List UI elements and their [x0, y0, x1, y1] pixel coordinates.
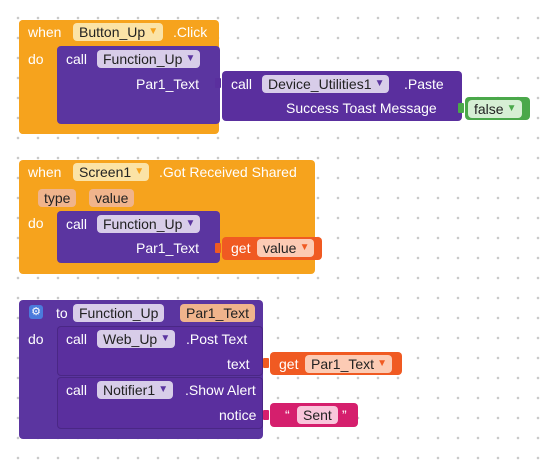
- dropdown-arrow-icon: ▼: [299, 242, 310, 253]
- function-name: Function_Up: [103, 216, 183, 232]
- dropdown-arrow-icon: ▼: [134, 166, 145, 177]
- call-keyword: call: [66, 51, 88, 67]
- device-dropdown[interactable]: Device_Utilities1 ▼: [262, 75, 390, 93]
- variable-name: Par1_Text: [311, 356, 375, 372]
- component-name: Button_Up: [79, 24, 146, 40]
- param-name[interactable]: Par1_Text: [180, 304, 256, 322]
- quote-open: “: [285, 407, 290, 423]
- string-value[interactable]: Sent: [297, 406, 338, 424]
- variable-name: value: [263, 240, 297, 256]
- dropdown-arrow-icon: ▼: [506, 103, 517, 114]
- param-value[interactable]: value: [89, 189, 135, 207]
- notifier-method: .Show Alert: [185, 382, 256, 398]
- socket-notch: [458, 103, 464, 113]
- do-keyword: do: [28, 51, 44, 67]
- dropdown-arrow-icon: ▼: [160, 333, 171, 344]
- notifier-dropdown[interactable]: Notifier1 ▼: [97, 381, 174, 399]
- gear-icon[interactable]: ⚙: [29, 305, 43, 319]
- param-label: Par1_Text: [136, 240, 200, 256]
- dropdown-arrow-icon: ▼: [185, 218, 196, 229]
- dropdown-arrow-icon: ▼: [185, 53, 196, 64]
- dropdown-arrow-icon: ▼: [377, 358, 388, 369]
- event-name: .Got Received Shared: [159, 164, 297, 180]
- param-label: Par1_Text: [136, 76, 200, 92]
- web-method: .Post Text: [186, 331, 248, 347]
- notice-arg-label: notice: [219, 407, 257, 423]
- text-arg-label: text: [227, 356, 250, 372]
- call-keyword: call: [66, 382, 88, 398]
- variable-dropdown[interactable]: value ▼: [257, 239, 315, 257]
- quote-close: ”: [342, 407, 347, 423]
- get-keyword: get: [231, 240, 251, 256]
- component-dropdown[interactable]: Button_Up ▼: [73, 23, 164, 41]
- function-name: Function_Up: [103, 51, 183, 67]
- when-keyword: when: [28, 164, 62, 180]
- web-component: Web_Up: [103, 331, 158, 347]
- call-keyword: call: [66, 331, 88, 347]
- notifier-component: Notifier1: [103, 382, 156, 398]
- get-keyword: get: [279, 356, 299, 372]
- dropdown-arrow-icon: ▼: [158, 384, 169, 395]
- function-dropdown[interactable]: Function_Up ▼: [97, 215, 201, 233]
- when-keyword: when: [28, 24, 62, 40]
- procedure-name-field[interactable]: Function_Up: [73, 304, 165, 322]
- arg-label: Success Toast Message: [286, 100, 437, 116]
- dropdown-arrow-icon: ▼: [148, 26, 159, 37]
- call-keyword: call: [66, 216, 88, 232]
- boolean-dropdown[interactable]: false ▼: [468, 100, 522, 118]
- socket-notch: [215, 243, 221, 253]
- event-name: .Click: [173, 24, 208, 40]
- component-dropdown[interactable]: Screen1 ▼: [73, 163, 150, 181]
- function-dropdown[interactable]: Function_Up ▼: [97, 50, 201, 68]
- call-keyword: call: [231, 76, 253, 92]
- to-keyword: to: [56, 305, 68, 321]
- variable-dropdown[interactable]: Par1_Text ▼: [305, 355, 393, 373]
- do-keyword: do: [28, 215, 44, 231]
- dropdown-arrow-icon: ▼: [374, 78, 385, 89]
- component-name: Screen1: [79, 164, 132, 180]
- socket-notch: [215, 78, 221, 88]
- web-dropdown[interactable]: Web_Up ▼: [97, 330, 176, 348]
- socket-notch: [263, 410, 269, 420]
- method-name: .Paste: [404, 76, 444, 92]
- do-keyword: do: [28, 331, 44, 347]
- device-name: Device_Utilities1: [268, 76, 372, 92]
- boolean-value: false: [474, 101, 504, 117]
- socket-notch: [263, 358, 269, 368]
- param-type[interactable]: type: [38, 189, 77, 207]
- event-block-spine: [19, 20, 47, 134]
